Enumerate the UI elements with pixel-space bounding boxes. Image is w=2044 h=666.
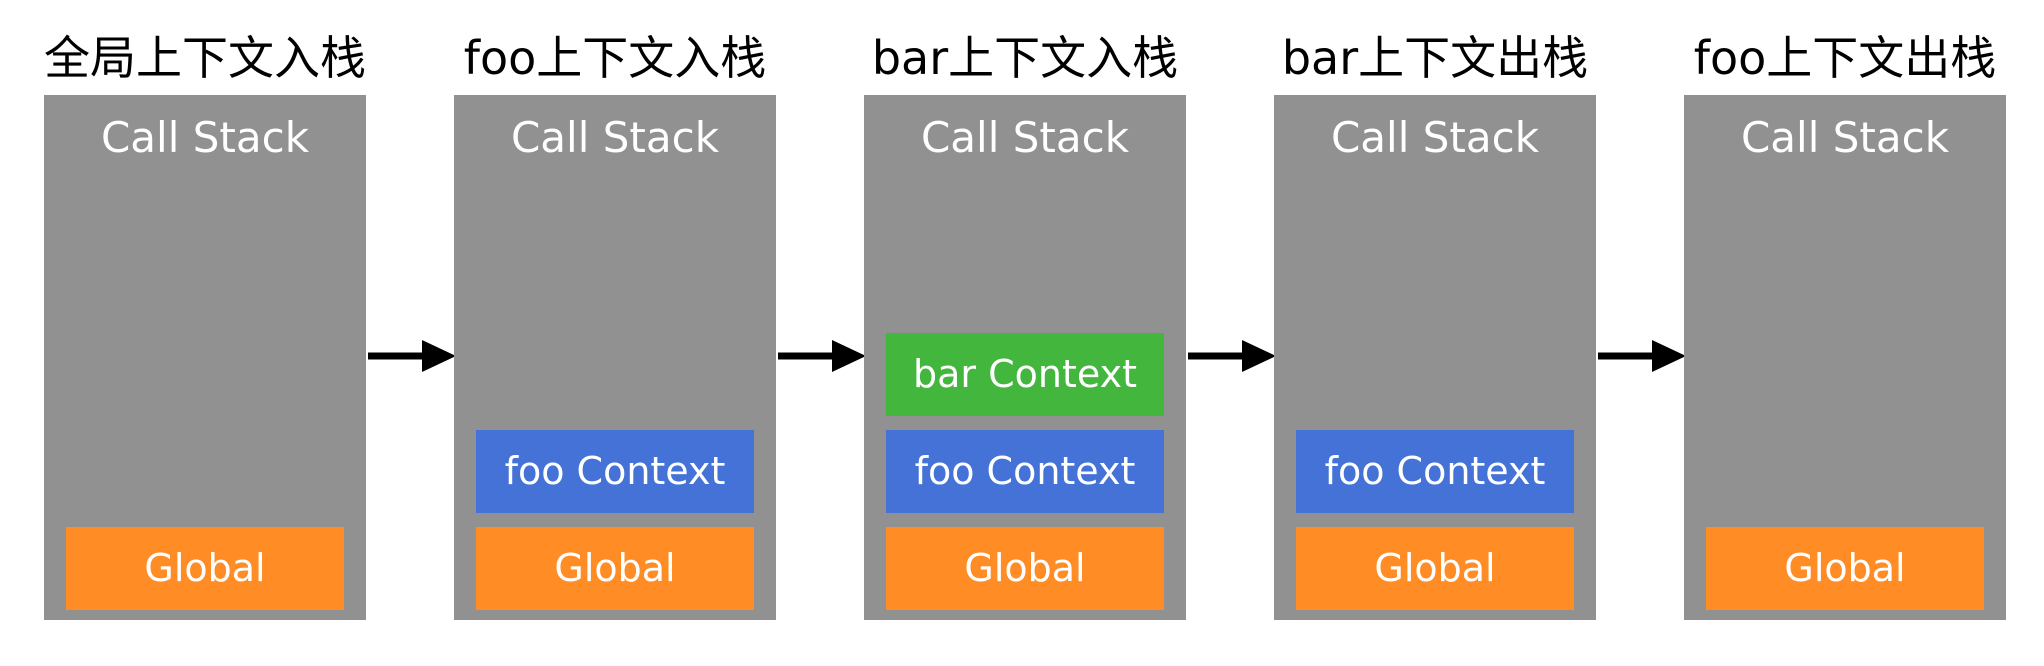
foo-context-frame: foo Context	[886, 430, 1164, 513]
step-5: foo上下文出栈 Call Stack Global	[1684, 0, 2006, 666]
global-frame: Global	[66, 527, 344, 610]
global-frame: Global	[476, 527, 754, 610]
step-2: foo上下文入栈 Call Stack foo Context Global	[454, 0, 776, 666]
step-title: bar上下文入栈	[871, 31, 1179, 85]
arrow-right-icon	[1598, 340, 1686, 372]
arrow-right-icon	[368, 340, 456, 372]
arrow-right-icon	[1188, 340, 1276, 372]
global-frame: Global	[1296, 527, 1574, 610]
arrow-right-icon	[778, 340, 866, 372]
call-stack-label: Call Stack	[100, 113, 310, 162]
call-stack: Call Stack Global	[44, 95, 366, 620]
step-title: bar上下文出栈	[1281, 31, 1589, 85]
call-stack: Call Stack bar Context foo Context Globa…	[864, 95, 1186, 620]
call-stack-label: Call Stack	[1330, 113, 1540, 162]
call-stack-label: Call Stack	[920, 113, 1130, 162]
step-4: bar上下文出栈 Call Stack foo Context Global	[1274, 0, 1596, 666]
step-3: bar上下文入栈 Call Stack bar Context foo Cont…	[864, 0, 1186, 666]
bar-context-frame: bar Context	[886, 333, 1164, 416]
call-stack: Call Stack foo Context Global	[454, 95, 776, 620]
global-frame: Global	[1706, 527, 1984, 610]
step-title: 全局上下文入栈	[44, 31, 366, 85]
step-title: foo上下文出栈	[1693, 31, 1997, 85]
step-1: 全局上下文入栈 Call Stack Global	[44, 0, 366, 666]
foo-context-frame: foo Context	[476, 430, 754, 513]
call-stack-label: Call Stack	[1740, 113, 1950, 162]
call-stack: Call Stack Global	[1684, 95, 2006, 620]
call-stack: Call Stack foo Context Global	[1274, 95, 1596, 620]
foo-context-frame: foo Context	[1296, 430, 1574, 513]
call-stack-label: Call Stack	[510, 113, 720, 162]
step-title: foo上下文入栈	[463, 31, 767, 85]
global-frame: Global	[886, 527, 1164, 610]
